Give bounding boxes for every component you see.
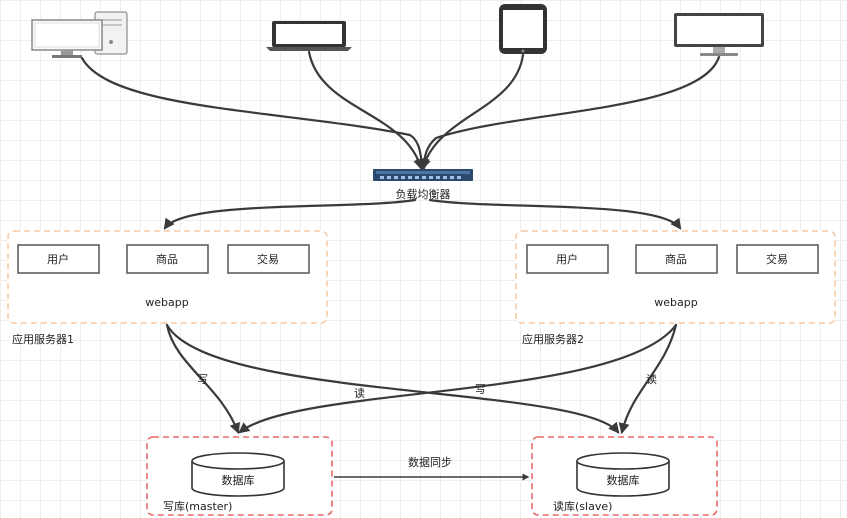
data-sync-label: 数据同步 xyxy=(408,455,452,469)
edge-phone-to-balancer xyxy=(420,53,525,171)
edge-monitor-to-balancer xyxy=(418,55,721,171)
edge-desktop-to-balancer xyxy=(80,56,428,171)
service-trade-label-1: 交易 xyxy=(257,252,279,266)
desktop-pc-icon xyxy=(31,11,128,58)
network-switch-icon xyxy=(373,169,473,181)
master-database-name: 写库(master) xyxy=(163,500,232,513)
monitor-icon xyxy=(674,13,764,56)
service-product-label-1: 商品 xyxy=(156,252,178,266)
master-database-label: 数据库 xyxy=(222,473,255,487)
edge-balancer-to-server1 xyxy=(163,198,417,230)
app-server-1: 用户 商品 交易 webapp xyxy=(7,230,328,324)
service-product-box-1 xyxy=(126,244,209,274)
app-server-1-label: 应用服务器1 xyxy=(12,332,74,346)
service-trade-box-1 xyxy=(227,244,310,274)
service-user-box-2 xyxy=(526,244,609,274)
service-product-box-2 xyxy=(635,244,718,274)
app-server-2: 用户 商品 交易 webapp xyxy=(515,230,836,324)
edge-balancer-to-server2 xyxy=(428,198,682,230)
master-database-icon xyxy=(191,452,285,497)
edge-read-label-1: 读 xyxy=(354,386,365,400)
laptop-icon xyxy=(266,21,352,51)
app-server-2-label: 应用服务器2 xyxy=(522,332,584,346)
webapp-label-2: webapp xyxy=(654,296,697,309)
webapp-label-1: webapp xyxy=(145,296,188,309)
edge-server1-read-slave xyxy=(165,323,620,434)
edge-write-label-1: 写 xyxy=(197,373,208,386)
edge-server2-write-master xyxy=(238,323,678,434)
load-balancer-label: 负载均衡器 xyxy=(396,187,451,201)
edge-laptop-to-balancer xyxy=(307,50,424,171)
slave-database-group: 数据库 读库(slave) xyxy=(531,436,718,516)
slave-database-label: 数据库 xyxy=(607,473,640,487)
service-user-label-2: 用户 xyxy=(556,252,578,266)
service-trade-box-2 xyxy=(736,244,819,274)
edge-write-label-2: 写 xyxy=(475,383,486,396)
service-user-label-1: 用户 xyxy=(47,252,69,266)
service-user-box-1 xyxy=(17,244,100,274)
edge-server1-write-master xyxy=(165,323,240,435)
edge-read-label-2: 读 xyxy=(646,372,657,386)
edge-server2-read-slave xyxy=(618,323,678,435)
service-trade-label-2: 交易 xyxy=(766,252,788,266)
smartphone-icon xyxy=(499,4,547,54)
master-database-group: 数据库 写库(master) xyxy=(146,436,333,516)
slave-database-name: 读库(slave) xyxy=(553,499,612,513)
service-product-label-2: 商品 xyxy=(665,252,687,266)
slave-database-icon xyxy=(576,452,670,497)
